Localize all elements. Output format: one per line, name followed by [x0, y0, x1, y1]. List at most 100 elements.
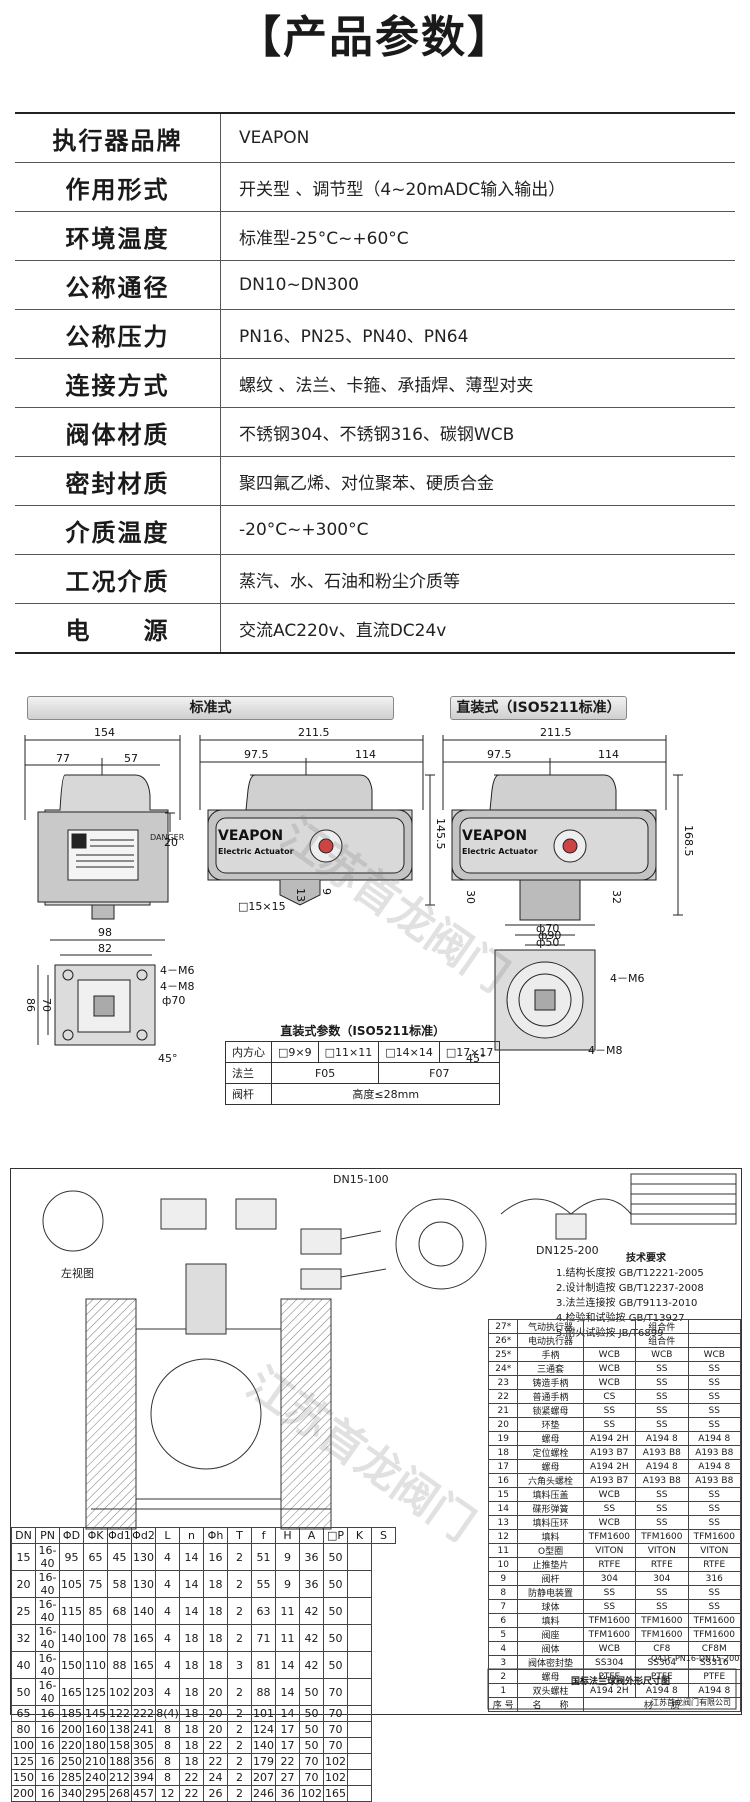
mini-cell: F05 [270, 1062, 380, 1084]
dn-cell: 102 [323, 1753, 348, 1770]
dn-cell: 2 [227, 1769, 252, 1786]
dn-cell: 140 [59, 1624, 84, 1652]
dn-cell [347, 1753, 372, 1770]
bom-cell: SS [635, 1389, 689, 1404]
dn-cell: 4 [155, 1570, 180, 1598]
bom-cell: 304 [582, 1571, 637, 1586]
dn-cell: 65 [11, 1705, 36, 1722]
engineering-sheet: DN15-100 DN125-200 左视图 技术要求 1.结构长度按 GB/T… [10, 1168, 742, 1802]
dn-cell [347, 1737, 372, 1754]
dim-114-b: 114 [598, 748, 619, 761]
dn-cell: 145 [83, 1705, 108, 1722]
dim-32: 32 [610, 890, 623, 904]
bom-cell: WCB [582, 1361, 637, 1376]
dn-cell: 394 [131, 1769, 156, 1786]
mini-cell: 内方心 [225, 1041, 272, 1063]
dn-cell: 102 [323, 1769, 348, 1786]
bom-cell: 定位螺栓 [517, 1445, 584, 1460]
dn-cell: 22 [179, 1769, 204, 1786]
param-key: 环境温度 [15, 211, 221, 261]
dn-cell: 16 [35, 1753, 60, 1770]
bom-cell: 5 [487, 1627, 519, 1642]
dn-cell: 16 [35, 1705, 60, 1722]
bom-cell: A194 8 [635, 1431, 689, 1446]
bom-cell: 13 [487, 1515, 519, 1530]
dn-cell: 2 [227, 1705, 252, 1722]
param-row: 环境温度标准型-25°C~+60°C [15, 211, 735, 261]
dn-cell: 24 [203, 1769, 228, 1786]
bom-cell: RTFE [687, 1557, 742, 1572]
bom-cell: SS [582, 1599, 637, 1614]
bom-footer-row: 序 号名 称材 质 [487, 1697, 742, 1712]
dn-cell: 125 [11, 1753, 36, 1770]
dn-cell: 16 [203, 1543, 228, 1571]
bom-cell: 止推垫片 [517, 1557, 584, 1572]
bom-cell: A194 8 [687, 1683, 742, 1698]
bom-cell: 填料 [517, 1613, 584, 1628]
dn-cell: 240 [83, 1769, 108, 1786]
param-row: 工况介质蒸汽、水、石油和粉尘介质等 [15, 554, 735, 604]
dim-97-5-b: 97.5 [487, 748, 512, 761]
bom-cell: CS [582, 1389, 637, 1404]
left-view-label: 左视图 [61, 1267, 94, 1280]
dn-cell: 42 [299, 1651, 324, 1679]
dn-cell: 20 [203, 1678, 228, 1706]
param-value: 蒸汽、水、石油和粉尘介质等 [220, 554, 735, 604]
dn-cell: 50 [323, 1597, 348, 1625]
bom-cell: A193 B7 [582, 1445, 637, 1460]
dn-cell: 78 [107, 1624, 132, 1652]
param-key: 电 源 [15, 603, 221, 653]
dn-cell: 16 [35, 1769, 60, 1786]
bom-cell: WCB [687, 1347, 742, 1362]
bom-cell: 22 [487, 1389, 519, 1404]
bom-cell: 304 [635, 1571, 689, 1586]
bom-cell: 普通手柄 [517, 1389, 584, 1404]
tech-item: 4.检验和试验按 GB/T13927 [556, 1313, 685, 1324]
dn-cell: 81 [251, 1651, 276, 1679]
valve-section-svg [42, 1173, 737, 1710]
dn-header-cell: ΦK [83, 1527, 108, 1544]
dn-cell: 9 [275, 1570, 300, 1598]
mini-cell: 高度≤28mm [270, 1083, 501, 1105]
bom-cell: 填料压盖 [517, 1487, 584, 1502]
bom-cell: 防静电装置 [517, 1585, 584, 1600]
direct-label: 直装式（ISO5211标准） [450, 696, 627, 720]
dn-cell: 295 [83, 1785, 108, 1802]
dn-cell: 102 [299, 1785, 324, 1802]
dn-cell: 4 [155, 1678, 180, 1706]
dn-cell: 340 [59, 1785, 84, 1802]
bom-cell: VITON [687, 1543, 742, 1558]
dn-cell: 305 [131, 1737, 156, 1754]
dn-cell [347, 1769, 372, 1786]
dn-header-cell: Φd2 [131, 1527, 156, 1544]
dn-cell: 71 [251, 1624, 276, 1652]
dn-cell: 16 [35, 1737, 60, 1754]
dn-cell: 188 [107, 1753, 132, 1770]
dim-phi70-b: ф70 [536, 922, 560, 935]
bom-cell: WCB [582, 1515, 637, 1530]
dn-range-label: DN15-100 [333, 1173, 389, 1186]
param-key: 作用形式 [15, 162, 221, 212]
dim-30: 30 [464, 890, 477, 904]
dn-cell: 88 [107, 1651, 132, 1679]
dn-cell: 18 [203, 1651, 228, 1679]
bom-cell: 8 [487, 1585, 519, 1600]
dn-cell: 4 [155, 1624, 180, 1652]
bom-cell: PTFE [687, 1669, 742, 1684]
bom-cell: SS [687, 1585, 742, 1600]
dn-cell: 20 [203, 1705, 228, 1722]
bom-cell: 组合件 [635, 1333, 689, 1348]
bom-cell [687, 1333, 742, 1348]
dn-header-cell: Φd1 [107, 1527, 132, 1544]
tech-title: 技术要求 [626, 1253, 666, 1264]
param-value: -20°C~+300°C [220, 505, 735, 555]
standard-label: 标准式 [27, 696, 394, 720]
dn-cell: 100 [11, 1737, 36, 1754]
bom-cell: SS [582, 1403, 637, 1418]
dn-cell: 4 [155, 1651, 180, 1679]
